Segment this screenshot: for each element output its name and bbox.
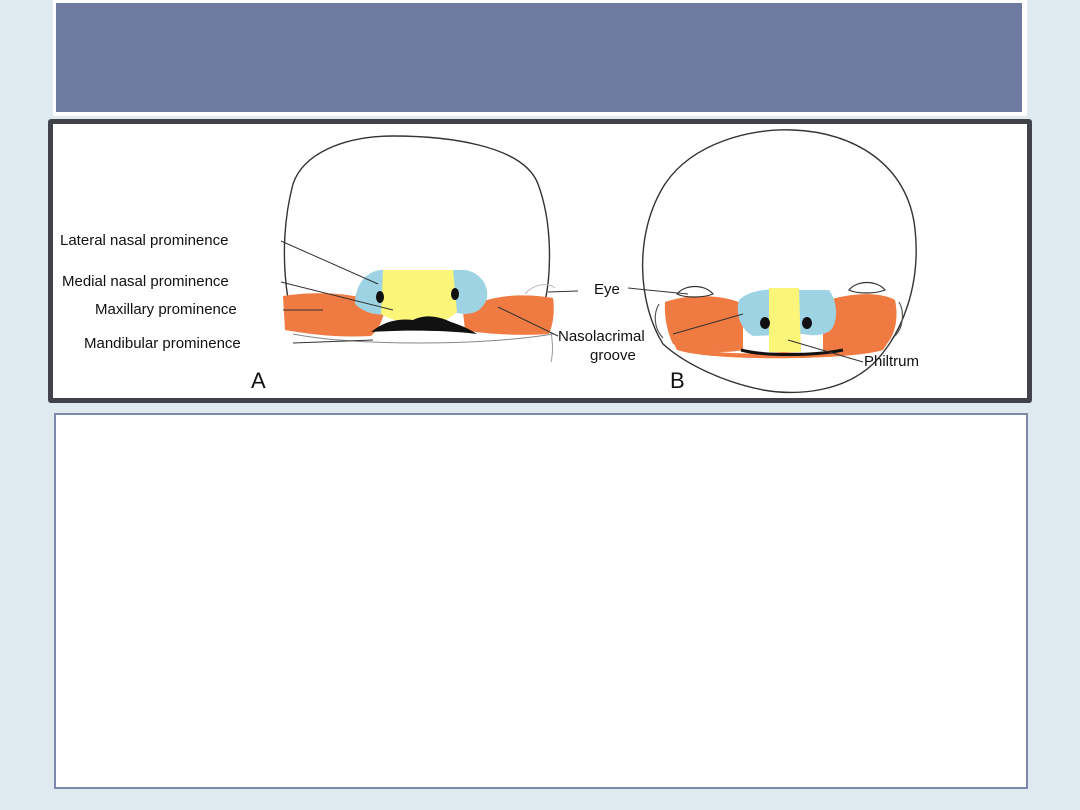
nasal-pit-right-a [451,288,459,300]
maxillary-right-b [823,294,897,353]
label-nasolacrimal-2: groove [590,347,636,364]
leader-eye-a [547,290,579,293]
label-mandibular: Mandibular prominence [84,335,241,352]
head-outline-a [283,135,551,303]
eye-right-b [848,281,886,294]
medial-nasal-a [381,270,457,324]
label-philtrum: Philtrum [864,353,919,370]
nostril-right-b [802,317,812,329]
leader-lateral-nasal [280,240,379,285]
panel-letter-a: A [251,368,266,393]
leader-lines [280,240,864,363]
face-development-diagram: Lateral nasal prominence Medial nasal pr… [60,129,919,394]
diagram-frame: Lateral nasal prominence Medial nasal pr… [48,119,1032,403]
chin-outline-a [292,333,554,344]
ear-left-b [654,303,664,339]
lower-lip-b [673,342,887,359]
nasal-pit-left-a [376,291,384,303]
label-lateral-nasal: Lateral nasal prominence [60,232,228,249]
leader-philtrum [787,339,864,363]
eye-a [524,284,556,295]
label-nasolacrimal-1: Nasolacrimal [558,328,645,345]
slide-title-bar [53,0,1027,116]
leader-nasolacrimal-a [497,306,559,337]
philtrum-b [769,288,801,352]
head-outline-b [641,129,917,394]
leader-nasolacrimal-b [672,313,744,335]
nostril-left-b [760,317,770,329]
label-maxillary: Maxillary prominence [95,301,237,318]
label-eye: Eye [594,281,620,298]
ear-right-b [894,301,904,337]
label-medial-nasal: Medial nasal prominence [62,273,229,290]
lateral-nasal-right-a [448,270,488,314]
face-a [283,135,556,363]
mouth-b [740,348,844,356]
slide-content-area [54,413,1028,789]
maxillary-left-b [664,296,743,352]
leader-mandibular [292,339,374,344]
leader-medial-nasal [280,281,394,311]
leader-eye-b [627,287,689,295]
maxillary-right-a [463,295,554,335]
cheek-line-a [550,331,553,363]
eye-left-b [676,285,714,298]
panel-letter-b: B [670,368,685,393]
slide-title-area [56,3,1022,112]
mouth-a [371,316,477,334]
face-b [641,129,917,394]
